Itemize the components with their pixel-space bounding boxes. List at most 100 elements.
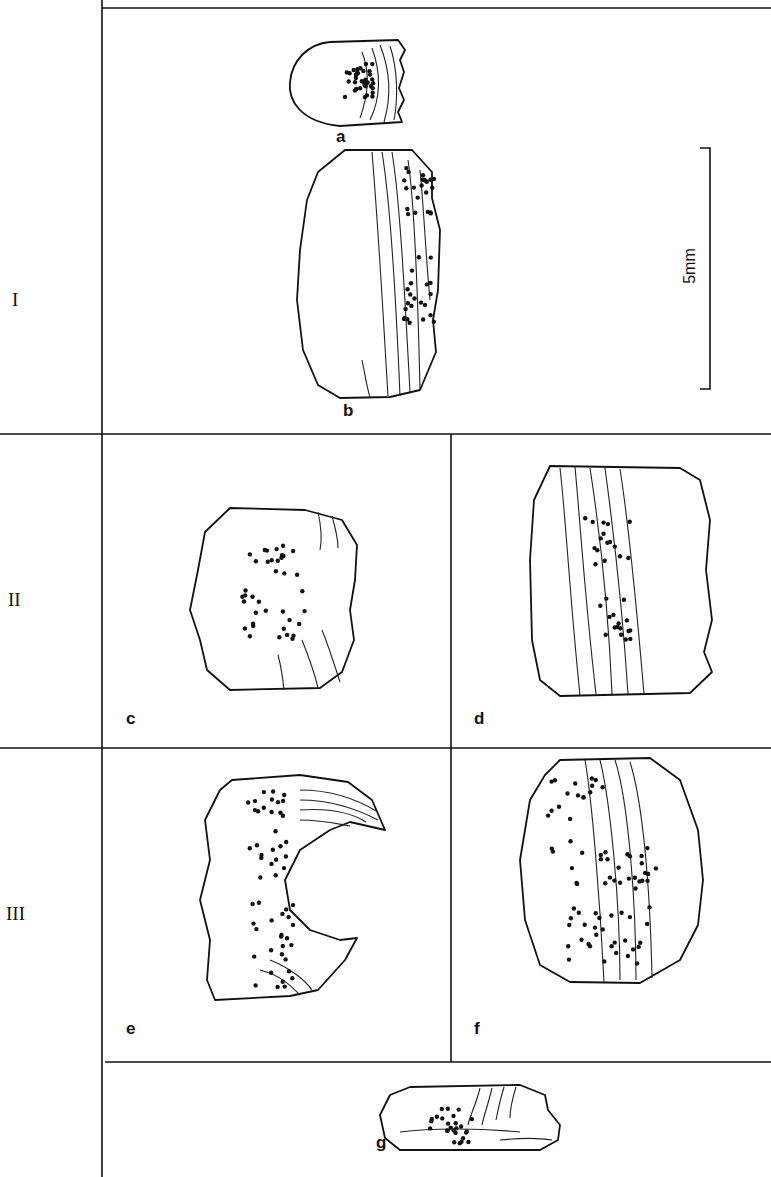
dot — [412, 296, 416, 300]
dot — [274, 569, 278, 573]
dot — [567, 923, 571, 927]
dot — [406, 212, 410, 216]
dot — [281, 609, 285, 613]
dot — [599, 853, 603, 857]
panel-letter: b — [343, 402, 353, 419]
dot — [370, 62, 374, 66]
dot — [609, 913, 613, 917]
dot — [358, 86, 362, 90]
dot — [269, 971, 273, 975]
dot — [631, 947, 635, 951]
dot — [608, 875, 612, 879]
dot — [601, 532, 605, 536]
dot — [595, 548, 599, 552]
dot — [364, 62, 368, 66]
dot — [275, 985, 279, 989]
dot — [263, 548, 267, 552]
dot — [266, 560, 270, 564]
dot — [633, 886, 637, 890]
dot — [619, 911, 623, 915]
dot — [412, 185, 416, 189]
dot — [252, 954, 256, 958]
dot — [624, 637, 628, 641]
dot — [643, 871, 647, 875]
dot — [269, 918, 273, 922]
dot — [580, 851, 584, 855]
dot — [404, 166, 408, 170]
dot — [262, 806, 266, 810]
dot — [280, 912, 284, 916]
dot — [640, 861, 644, 865]
dot — [369, 84, 373, 88]
dot — [457, 1107, 461, 1111]
dot — [290, 637, 294, 641]
dot — [470, 1117, 474, 1121]
dot — [368, 72, 372, 76]
dot — [353, 80, 357, 84]
growth-lines — [260, 45, 652, 1140]
dot — [567, 957, 571, 961]
dot — [290, 976, 294, 980]
dot — [406, 301, 410, 305]
dot — [607, 615, 611, 619]
dot — [440, 1116, 444, 1120]
dot — [405, 317, 409, 321]
dot — [254, 559, 258, 563]
dot — [283, 957, 287, 961]
dot — [600, 785, 604, 789]
dot — [428, 292, 432, 296]
dot — [269, 862, 273, 866]
dot — [613, 940, 617, 944]
dot — [613, 544, 617, 548]
scale-outlines — [190, 40, 712, 1150]
dot — [572, 906, 576, 910]
dot — [405, 287, 409, 291]
dot — [289, 943, 293, 947]
dot — [270, 558, 274, 562]
dot — [633, 876, 637, 880]
dot — [566, 944, 570, 948]
dot — [269, 810, 273, 814]
dot — [422, 178, 426, 182]
dot — [284, 854, 288, 858]
dot — [410, 268, 414, 272]
dot — [408, 292, 412, 296]
dot — [606, 522, 610, 526]
dot — [370, 94, 374, 98]
dot — [603, 559, 607, 563]
dot — [565, 791, 569, 795]
dot — [549, 809, 553, 813]
dot — [614, 951, 618, 955]
dot — [352, 68, 356, 72]
dot — [283, 984, 287, 988]
dot — [370, 77, 374, 81]
dot — [440, 1107, 444, 1111]
dot — [588, 944, 592, 948]
dot — [594, 933, 598, 937]
dot — [409, 304, 413, 308]
dot — [428, 313, 432, 317]
panel-letter: f — [474, 1020, 480, 1037]
dot — [459, 1124, 463, 1128]
dot — [257, 901, 261, 905]
dot — [354, 87, 358, 91]
dot — [575, 882, 579, 886]
dot — [465, 1129, 469, 1133]
dot — [446, 1107, 450, 1111]
row-numeral: II — [8, 590, 21, 609]
dot — [281, 554, 285, 558]
dot — [278, 811, 282, 815]
dot — [276, 800, 280, 804]
dot — [417, 255, 421, 259]
dot — [254, 927, 258, 931]
dot — [419, 300, 423, 304]
scale-bar — [700, 148, 710, 389]
dot — [604, 633, 608, 637]
dot — [406, 170, 410, 174]
dot — [285, 936, 289, 940]
dot — [295, 573, 299, 577]
dot — [345, 70, 349, 74]
dot — [551, 849, 555, 853]
dot — [573, 781, 577, 785]
